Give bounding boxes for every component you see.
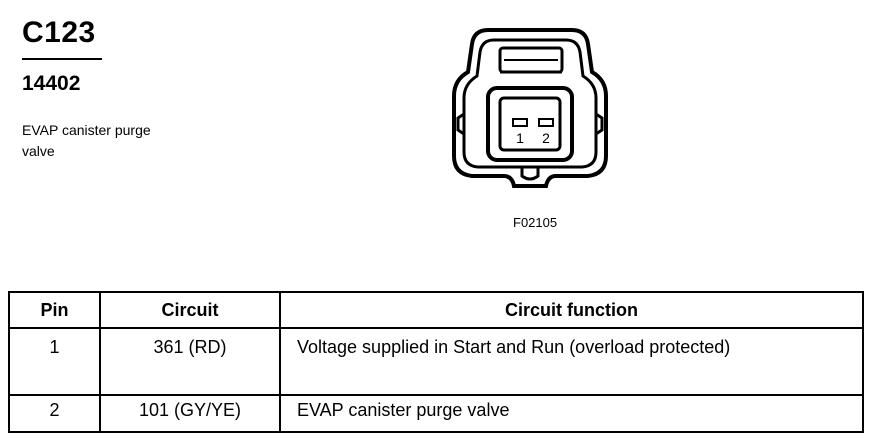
cell-circuit: 101 (GY/YE) [99,394,281,433]
figure-reference: F02105 [513,215,558,230]
table-row: 2 101 (GY/YE) EVAP canister purge valve [8,394,864,433]
table-row: 1 361 (RD) Voltage supplied in Start and… [8,327,864,396]
cell-circuit-function: Voltage supplied in Start and Run (overl… [279,327,864,396]
title-underline [22,58,102,60]
pin-1-socket [512,118,528,127]
left-latch [456,112,465,136]
pin-function-table: Pin Circuit Circuit function 1 361 (RD) … [8,291,864,433]
table-header-row: Pin Circuit Circuit function [8,291,864,329]
pin-1-label: 1 [516,130,524,146]
pin-2-label: 2 [542,130,550,146]
terminal-cavity-outer [486,86,574,162]
connector-face-diagram: 1 2 [452,28,608,188]
connector-id: C123 [22,16,96,49]
cell-circuit-function: EVAP canister purge valve [279,394,864,433]
part-number: 14402 [22,72,81,95]
header-pin: Pin [8,291,101,329]
cell-circuit: 361 (RD) [99,327,281,396]
bottom-key [520,167,540,181]
connector-inner-shell [462,38,598,169]
cell-pin: 2 [8,394,101,433]
connector-outer-shell [452,28,608,188]
right-latch [595,112,604,136]
header-circuit-function: Circuit function [279,291,864,329]
component-description: EVAP canister purge valve [22,122,151,159]
pin-2-socket [538,118,554,127]
header-circuit: Circuit [99,291,281,329]
terminal-cavity-inner [498,96,562,152]
cell-pin: 1 [8,327,101,396]
